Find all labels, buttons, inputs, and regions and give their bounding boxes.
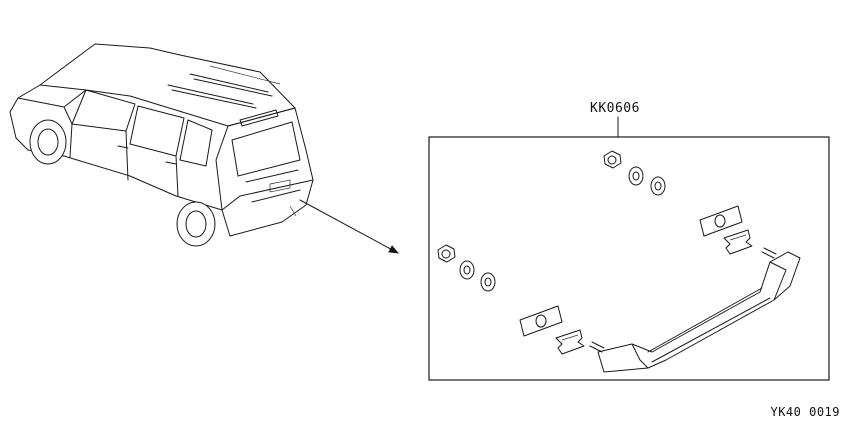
bracket-icon xyxy=(519,305,585,355)
spoiler-bar-icon xyxy=(589,247,801,373)
figure-code: YK40 0019 xyxy=(770,405,840,419)
bolt-nut-icon xyxy=(437,244,456,263)
bolt-nut-icon xyxy=(603,150,622,169)
suv-vehicle-icon xyxy=(9,43,314,247)
washer-icon xyxy=(459,260,496,292)
kit-part-number: KK0606 xyxy=(590,101,640,116)
washer-icon xyxy=(628,166,666,196)
pointer-arrow xyxy=(299,199,399,254)
kit-frame xyxy=(428,136,830,381)
bracket-icon xyxy=(699,205,753,255)
